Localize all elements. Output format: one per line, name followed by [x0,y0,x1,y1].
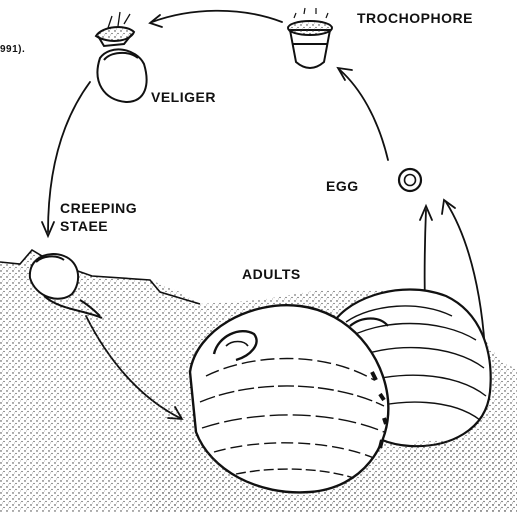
label-creeping-line1: CREEPING [60,200,137,216]
label-trochophore: TROCHOPHORE [357,10,473,26]
label-creeping-line2: STAEE [60,218,108,234]
arrow-egg-to-trochophore [340,70,388,160]
label-veliger: VELIGER [151,89,216,105]
veliger-larva [96,12,147,102]
egg [399,169,421,191]
label-egg: EGG [326,178,359,194]
citation-fragment: 991). [0,44,25,55]
label-adults: ADULTS [242,266,301,282]
arrow-trochophore-to-veliger [152,11,282,22]
trochophore-larva [288,8,332,68]
